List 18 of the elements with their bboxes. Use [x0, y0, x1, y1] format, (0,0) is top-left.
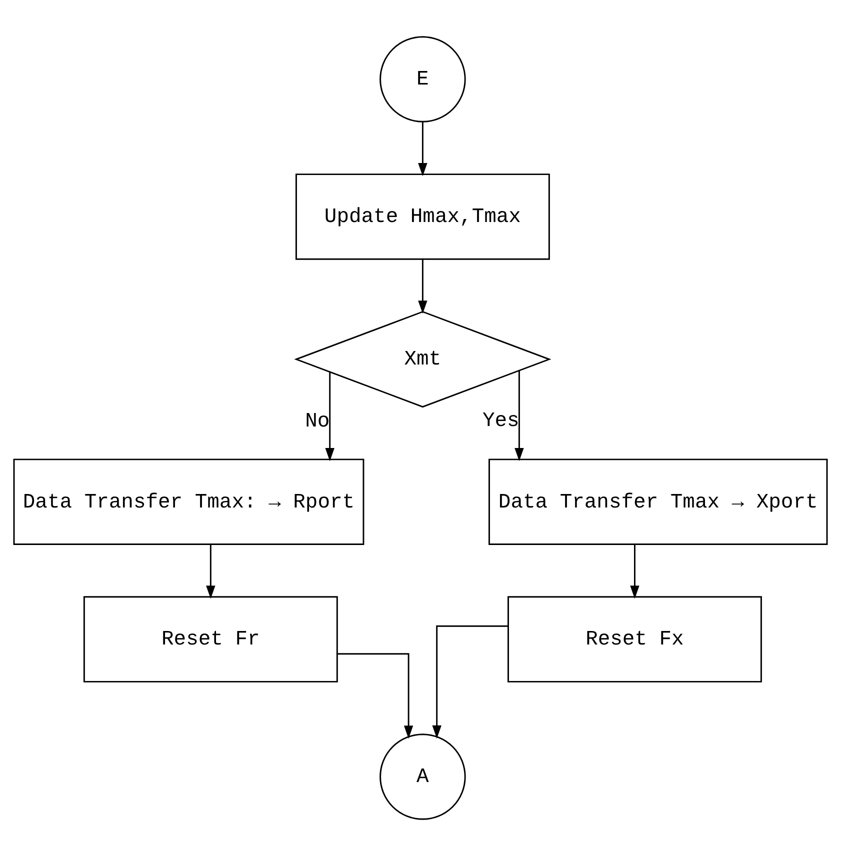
arrow [325, 371, 334, 461]
arrow [418, 122, 428, 176]
node-box: Data Transfer Tmax → Xport [488, 458, 828, 544]
edge-label: No [305, 410, 330, 434]
arrow [432, 624, 508, 738]
arrow [514, 370, 524, 461]
node-box: Reset Fr [83, 596, 338, 682]
node-diamond: Xmt [294, 310, 552, 408]
node-circle: E [380, 36, 466, 122]
arrow [206, 544, 216, 598]
node-box: Reset Fx [508, 596, 762, 682]
node-box: Data Transfer Tmax: → Rport [13, 458, 364, 544]
arrow [338, 652, 414, 738]
arrow [418, 258, 428, 314]
node-circle: A [380, 733, 466, 820]
edge-label: Yes [482, 410, 520, 433]
node-box: Update Hmax,Tmax [295, 173, 550, 260]
arrow [630, 544, 640, 598]
